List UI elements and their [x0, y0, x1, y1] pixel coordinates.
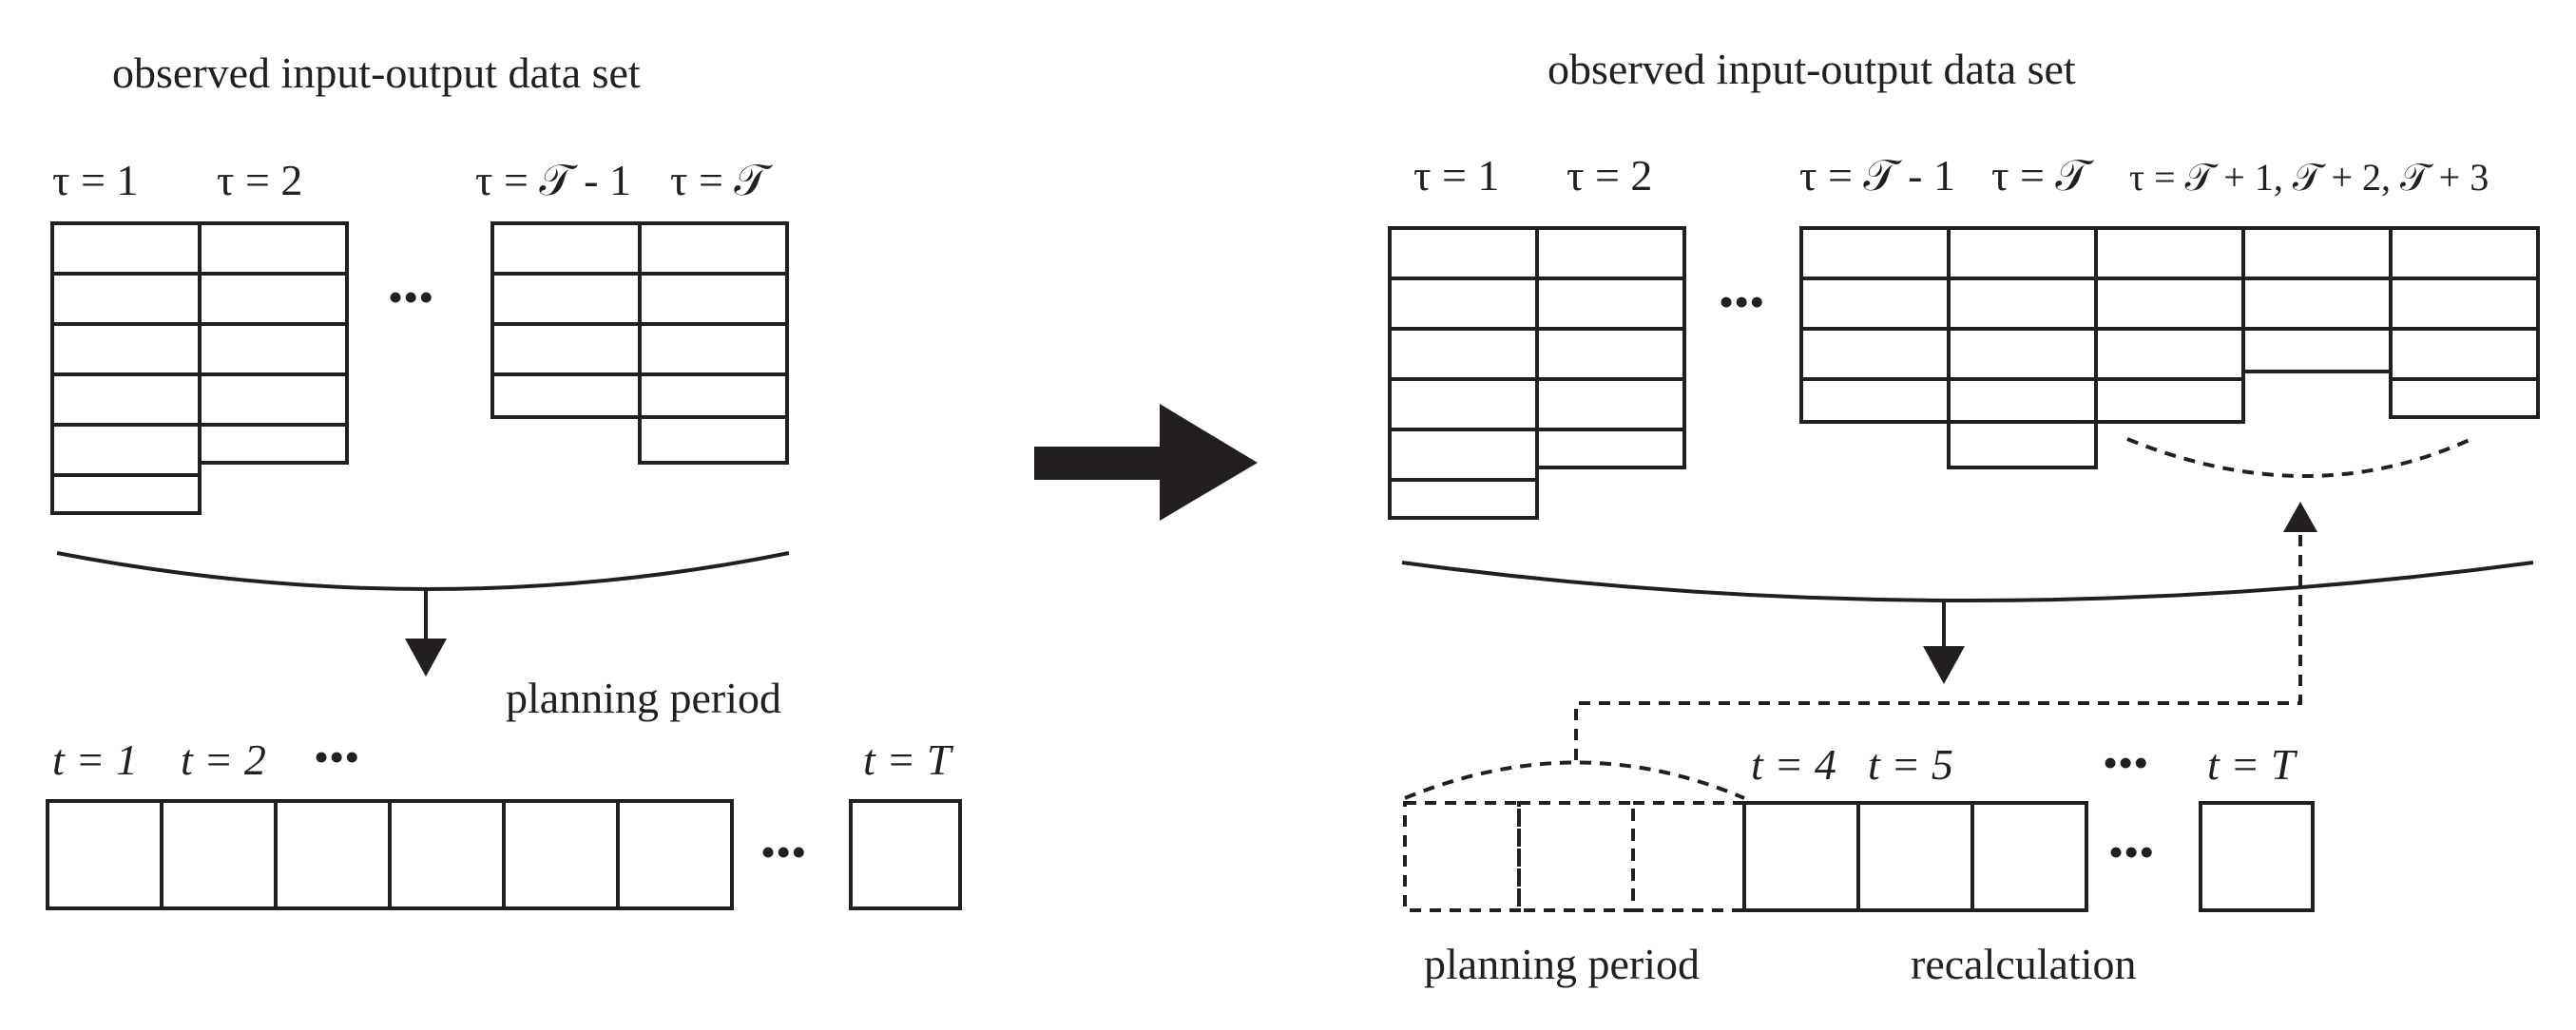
right-data-column-T-plus-2 [2241, 226, 2393, 373]
left-tau-label-1: τ = 1 [52, 156, 138, 204]
down-arrow-icon [405, 591, 447, 677]
right-recalc-ellipsis: ••• [2108, 828, 2154, 876]
left-planning-cells [46, 799, 962, 910]
left-data-column-1 [50, 221, 202, 515]
right-planning-period-label: planning period [1424, 940, 1700, 988]
right-brace [1401, 561, 2534, 602]
right-tau-label-T: τ = 𝒯 [1991, 151, 2094, 200]
dashed-up-arrow-icon [1574, 502, 2317, 760]
right-arrow-icon [1034, 404, 1258, 521]
right-data-column-T [1947, 226, 2098, 469]
left-data-column-T [638, 221, 789, 465]
right-title: observed input-output data set [1548, 45, 2076, 93]
left-data-column-2 [198, 221, 349, 465]
left-tau-label-T: τ = 𝒯 [670, 156, 773, 204]
left-panel: observed input-output data set τ = 1 τ =… [46, 48, 962, 910]
right-tau-label-T-minus-1: τ = 𝒯 - 1 [1799, 151, 1955, 200]
left-tau-label-2: τ = 2 [217, 156, 302, 204]
right-data-ellipsis: ••• [1719, 277, 1764, 326]
right-planning-dashed-curve [1404, 760, 1745, 800]
right-t-ellipsis: ••• [2103, 738, 2148, 787]
right-t-label-T: t = T [2207, 740, 2298, 789]
right-tau-label-1: τ = 1 [1413, 151, 1499, 200]
right-data-column-T-plus-3 [2389, 226, 2540, 419]
right-planning-dashed-cells [1403, 801, 1746, 912]
right-tau-labels: τ = 1 τ = 2 τ = 𝒯 - 1 τ = 𝒯 τ = 𝒯 + 1, 𝒯… [1413, 151, 2489, 200]
right-new-data-dashed-curve [2126, 437, 2472, 478]
left-t-label-1: t = 1 [52, 735, 138, 784]
right-data-column-T-plus-1 [2094, 226, 2245, 424]
left-data-ellipsis: ••• [388, 273, 433, 321]
right-recalc-cells [1742, 801, 2315, 912]
left-t-ellipsis: ••• [314, 733, 359, 781]
left-t-label-2: t = 2 [181, 735, 266, 784]
left-t-label-T: t = T [863, 735, 954, 784]
right-t-label-4: t = 4 [1751, 740, 1836, 789]
right-t-label-5: t = 5 [1868, 740, 1953, 789]
left-tau-label-T-minus-1: τ = 𝒯 - 1 [475, 156, 631, 204]
left-data-column-T-minus-1 [490, 221, 642, 419]
down-arrow-icon [1923, 601, 1965, 684]
right-data-column-1 [1388, 226, 1539, 520]
right-panel: observed input-output data set τ = 1 τ =… [1388, 45, 2540, 988]
left-tau-labels: τ = 1 τ = 2 τ = 𝒯 - 1 τ = 𝒯 [52, 156, 773, 204]
left-title: observed input-output data set [112, 48, 641, 97]
left-planning-period-label: planning period [506, 674, 781, 722]
right-recalculation-label: recalculation [1911, 940, 2137, 988]
left-planning-ellipsis: ••• [760, 828, 806, 876]
right-t-labels: t = 4 t = 5 ••• t = T [1751, 738, 2298, 789]
left-brace [56, 551, 790, 591]
right-tau-label-T-plus: τ = 𝒯 + 1, 𝒯 + 2, 𝒯 + 3 [2129, 156, 2489, 199]
right-data-column-T-minus-1 [1799, 226, 1951, 424]
right-tau-label-2: τ = 2 [1567, 151, 1652, 200]
right-data-column-2 [1535, 226, 1686, 469]
left-t-labels: t = 1 t = 2 ••• t = T [52, 733, 954, 784]
